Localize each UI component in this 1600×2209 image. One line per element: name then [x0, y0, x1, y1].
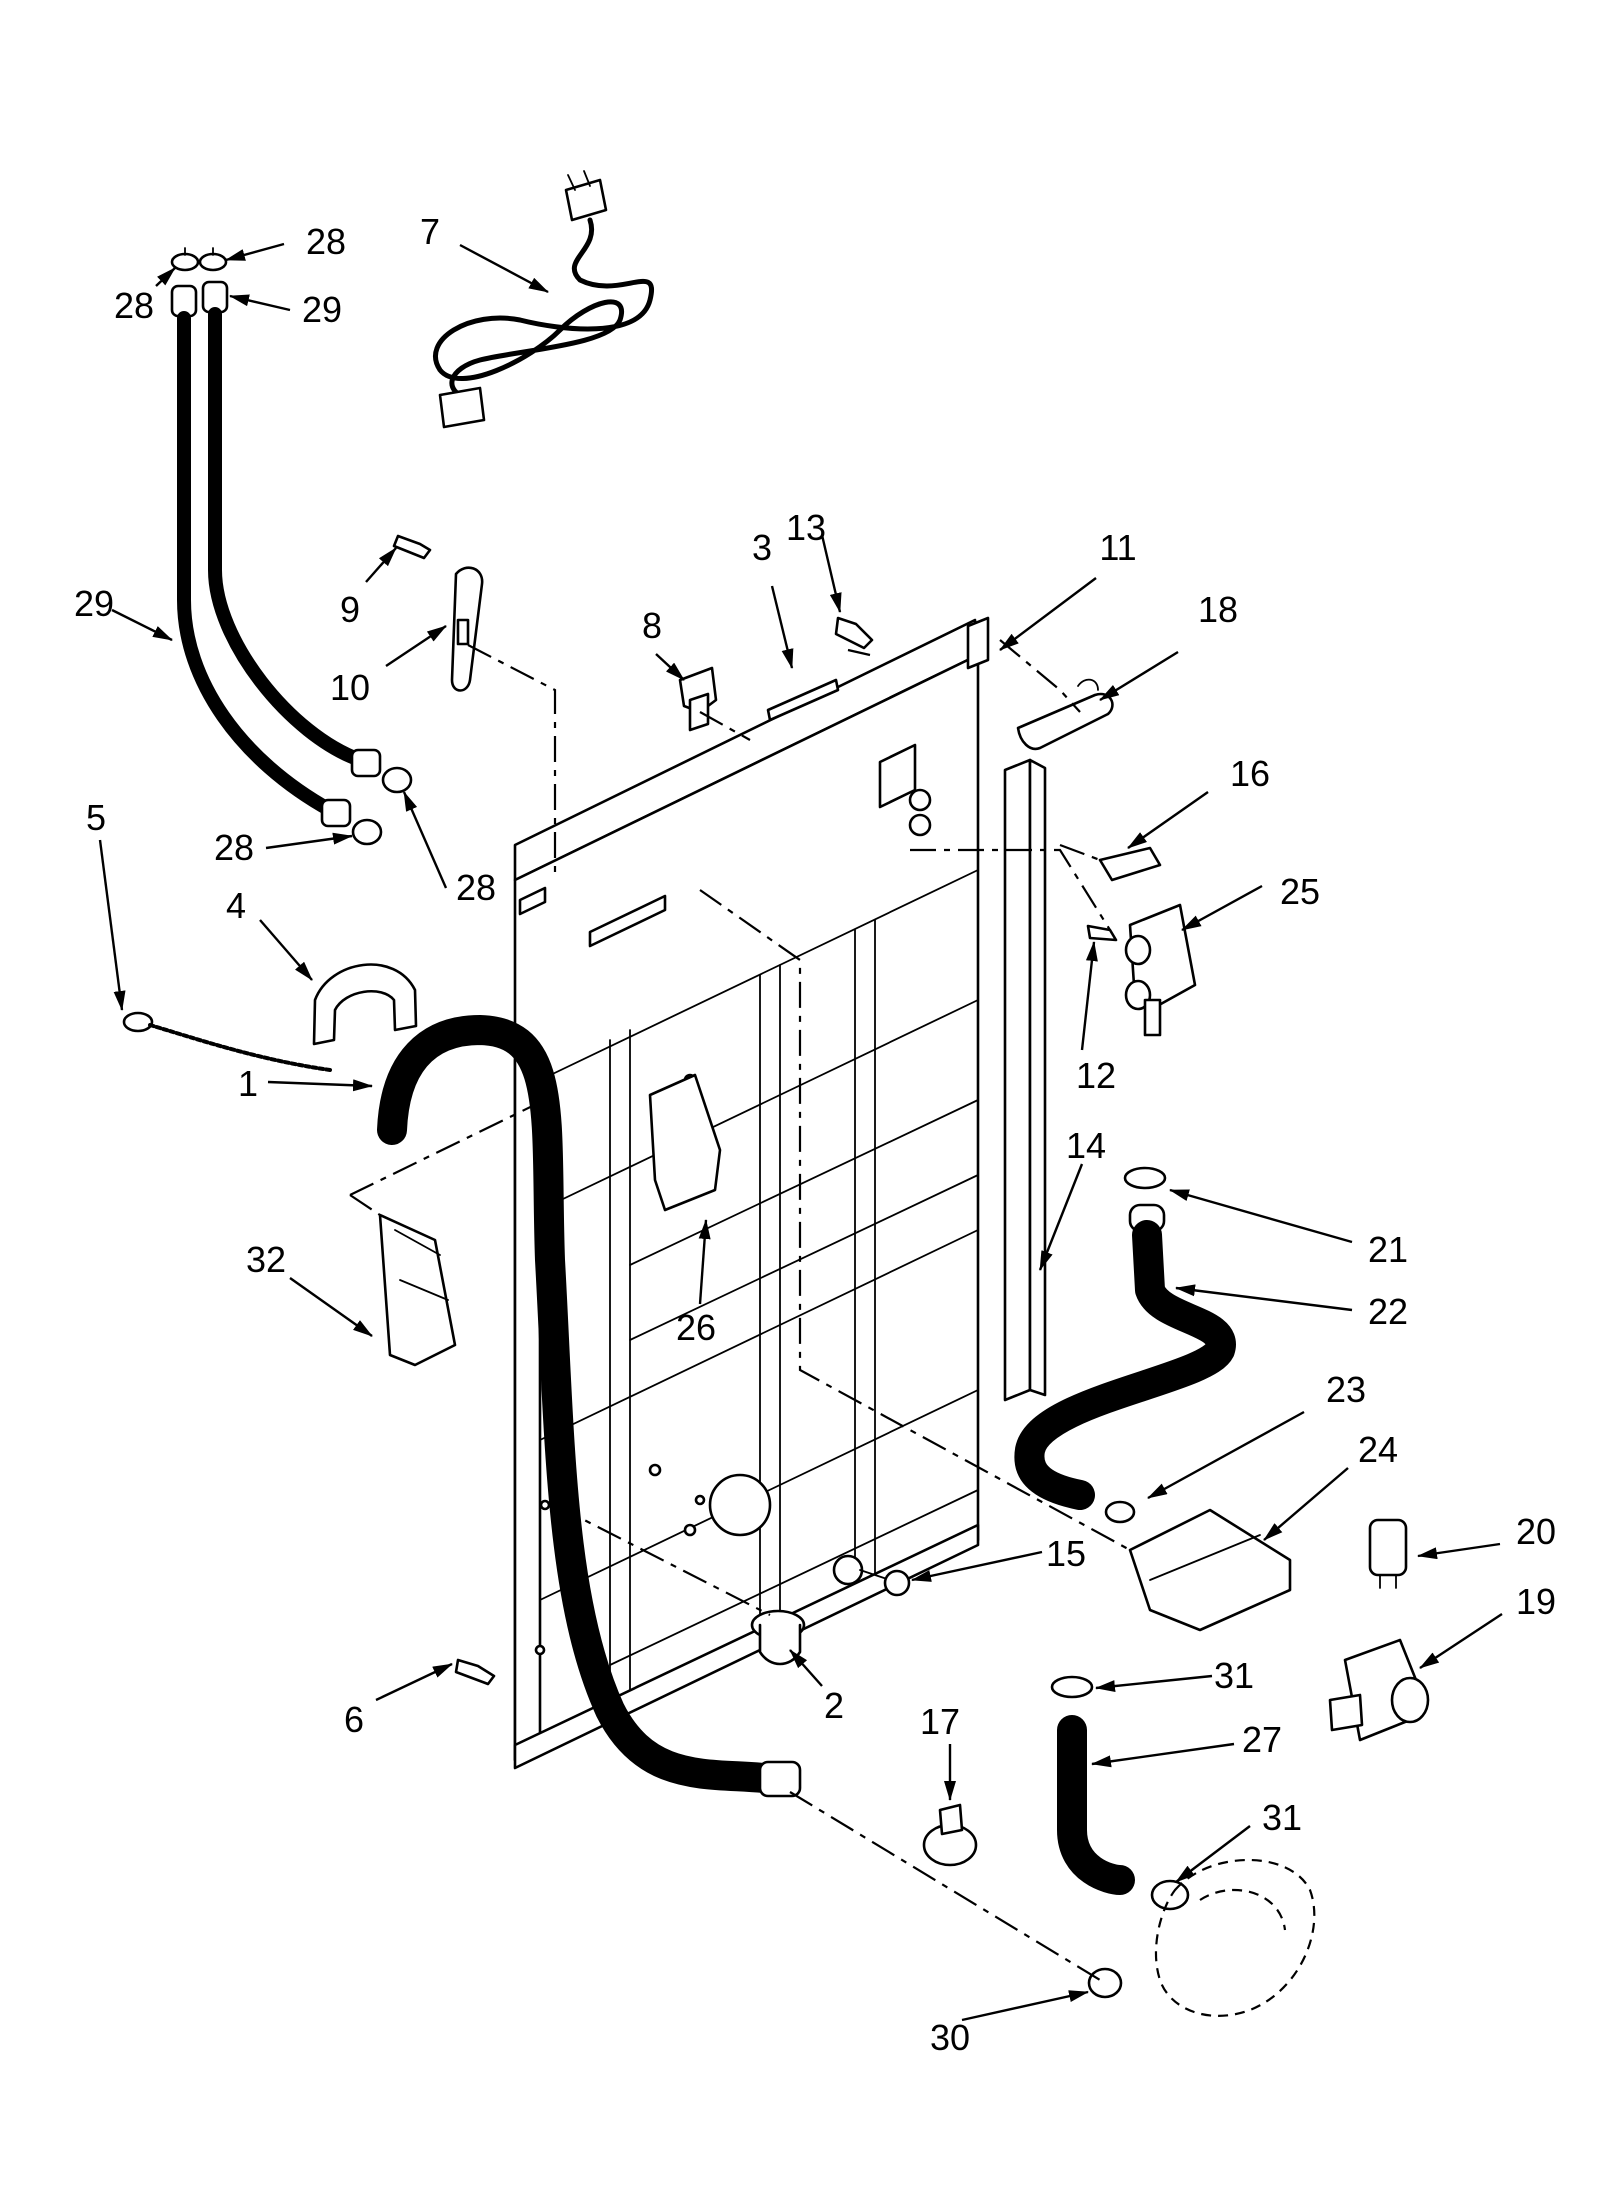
callout-11: 11 [1099, 527, 1136, 568]
callout-9: 9 [340, 589, 360, 630]
callout-31-a: 31 [1214, 1655, 1254, 1696]
callout-26: 26 [676, 1307, 716, 1348]
power-cord [433, 170, 654, 429]
callout-28-c: 28 [214, 827, 254, 868]
callout-6: 6 [344, 1699, 364, 1740]
callout-24: 24 [1358, 1429, 1398, 1470]
panel-screw [454, 1658, 496, 1686]
callout-1: 1 [238, 1063, 258, 1104]
callout-8: 8 [642, 605, 662, 646]
hole-plug [832, 1554, 911, 1597]
callout-28-a: 28 [114, 285, 154, 326]
callout-25: 25 [1280, 871, 1320, 912]
callout-labels: 1 2 3 4 5 6 7 8 9 10 11 12 13 14 15 16 1… [74, 211, 1556, 2058]
drain-pump [1328, 1638, 1430, 1742]
callout-29-b: 29 [74, 583, 114, 624]
callout-31-b: 31 [1262, 1797, 1302, 1838]
callout-13: 13 [786, 507, 826, 548]
callout-23: 23 [1326, 1369, 1366, 1410]
fill-hose [1014, 1166, 1236, 1510]
callout-4: 4 [226, 885, 246, 926]
callout-30: 30 [930, 2017, 970, 2058]
callout-18: 18 [1198, 589, 1238, 630]
capacitor [1368, 1518, 1408, 1589]
tie-strap [122, 1011, 332, 1072]
leader-lines [98, 242, 1503, 2022]
water-valve [1086, 903, 1197, 1037]
callout-28-b: 28 [306, 221, 346, 262]
retaining-clip [1098, 846, 1162, 882]
callout-5: 5 [86, 797, 106, 838]
callout-12: 12 [1076, 1055, 1116, 1096]
callout-20: 20 [1516, 1511, 1556, 1552]
phantom-pump-outline [1154, 1858, 1316, 2017]
callout-22: 22 [1368, 1291, 1408, 1332]
callout-16: 16 [1230, 753, 1270, 794]
callout-17: 17 [920, 1701, 960, 1742]
callout-32: 32 [246, 1239, 286, 1280]
pump-hose [1050, 1675, 1190, 1999]
assembly-lines [349, 639, 1131, 1981]
callout-10: 10 [330, 667, 370, 708]
rear-panel [513, 616, 990, 1770]
hose-guide [312, 963, 418, 1046]
callout-28-d: 28 [456, 867, 496, 908]
callout-2: 2 [824, 1685, 844, 1726]
callout-29-a: 29 [302, 289, 342, 330]
callout-7: 7 [420, 211, 440, 252]
screw-and-bracket [392, 534, 484, 692]
drain-bracket [378, 1213, 457, 1367]
latch-bracket [648, 1073, 722, 1212]
seam-strip [1003, 758, 1047, 1402]
drain-clamp [922, 1803, 978, 1867]
handle-bracket [1016, 678, 1114, 751]
callout-19: 19 [1516, 1581, 1556, 1622]
callout-27: 27 [1242, 1719, 1282, 1760]
top-clips [678, 616, 874, 732]
drain-hose [377, 1015, 802, 1798]
callout-14: 14 [1066, 1125, 1106, 1166]
callout-3: 3 [752, 527, 772, 568]
inlet-hoses [170, 247, 413, 846]
callout-21: 21 [1368, 1229, 1408, 1270]
callout-15: 15 [1046, 1533, 1086, 1574]
inlet-fitting [1104, 1500, 1292, 1632]
